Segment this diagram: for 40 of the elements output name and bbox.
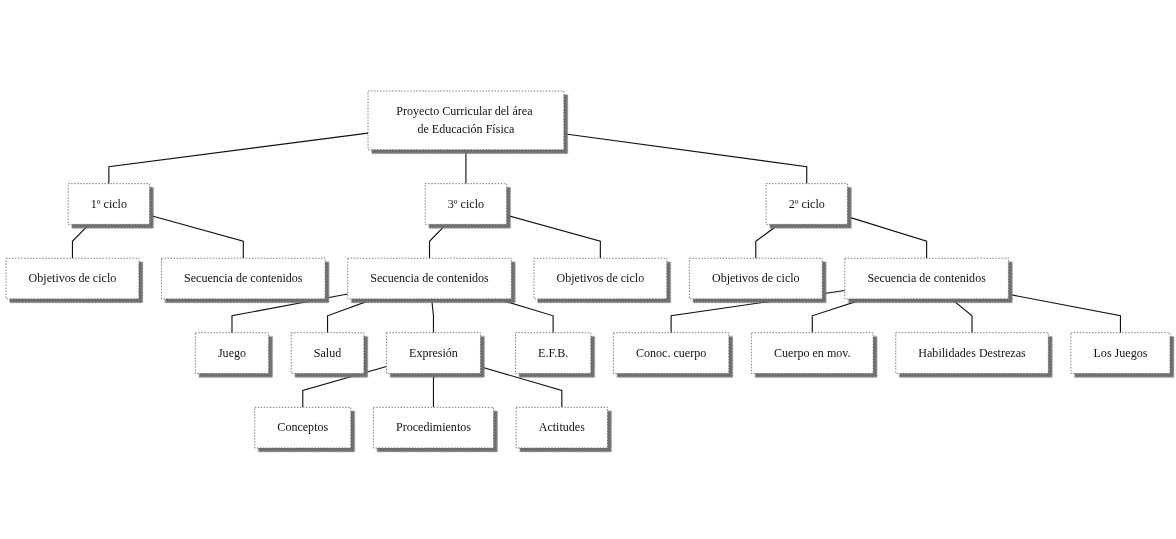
connector xyxy=(302,365,387,408)
node-box: E.F.B. xyxy=(515,332,592,374)
connector xyxy=(431,298,435,334)
node-box: Salud xyxy=(290,332,365,374)
node-box: Conceptos xyxy=(254,406,352,449)
connector xyxy=(950,298,973,334)
connector xyxy=(326,298,375,334)
connector xyxy=(432,372,435,408)
node-box: Objetivos de ciclo xyxy=(5,257,140,300)
connector xyxy=(231,293,349,334)
node-box: 3º ciclo xyxy=(424,183,507,225)
node-box: Objetivos de ciclo xyxy=(689,257,823,300)
node-box: Secuencia de contenidos xyxy=(347,257,512,300)
node-box: Objetivos de ciclo xyxy=(533,257,668,300)
node-box: Actitudes xyxy=(515,406,608,449)
connector xyxy=(71,223,90,259)
connector xyxy=(755,223,780,259)
connector xyxy=(428,223,447,259)
node-box: Procedimientos xyxy=(373,406,494,449)
node-box: Expresión xyxy=(386,332,481,374)
connector xyxy=(506,214,601,259)
connector xyxy=(811,298,865,334)
node-box: Juego xyxy=(194,332,269,374)
node-box: 1º ciclo xyxy=(67,183,150,225)
node-box: Habilidades Destrezas xyxy=(895,332,1049,374)
node-box: Secuencia de contenidos xyxy=(161,257,326,300)
connector xyxy=(846,216,928,259)
connector xyxy=(149,214,244,259)
node-box: 2º ciclo xyxy=(765,183,848,225)
connector xyxy=(563,133,808,185)
node-box: Proyecto Curricular del área de Educación Física xyxy=(367,90,565,151)
node-box: Cuerpo en mov. xyxy=(751,332,874,374)
connector xyxy=(496,298,554,334)
node-box: Secuencia de contenidos xyxy=(844,257,1009,300)
connector xyxy=(1007,293,1121,334)
connector xyxy=(479,366,563,408)
node-box: Conoc. cuerpo xyxy=(613,332,730,374)
connector xyxy=(108,132,369,185)
connector xyxy=(465,149,467,185)
node-box: Los Juegos xyxy=(1070,332,1171,374)
